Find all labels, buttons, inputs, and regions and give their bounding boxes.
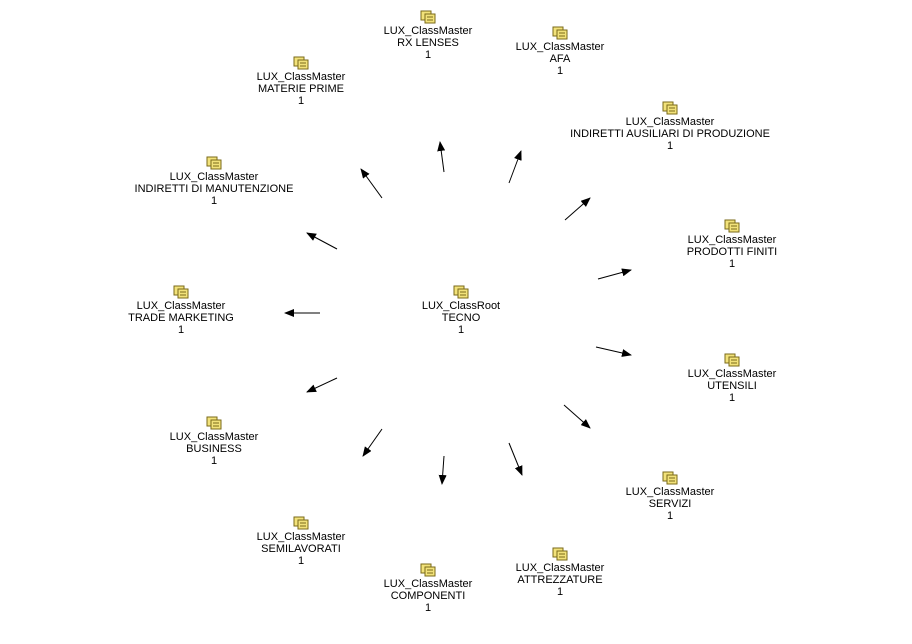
- edge-arrow: [306, 377, 338, 393]
- node-type-label: LUX_ClassMaster: [625, 486, 715, 498]
- node-count-label: 1: [666, 510, 674, 522]
- edge-arrow: [508, 150, 522, 184]
- node-type-label: LUX_ClassMaster: [515, 562, 605, 574]
- edge-arrow: [564, 197, 591, 221]
- class-folder-icon: [724, 353, 740, 367]
- edge-arrow: [508, 442, 523, 476]
- node-name-label: SEMILAVORATI: [261, 543, 341, 555]
- edge-arrow: [563, 404, 591, 429]
- node-count-label: 1: [177, 324, 185, 336]
- node-type-label: LUX_ClassMaster: [625, 116, 715, 128]
- node-name-label: UTENSILI: [707, 380, 757, 392]
- node-name-label: BUSINESS: [186, 443, 242, 455]
- edge-arrow: [362, 428, 383, 457]
- node-count-label: 1: [297, 95, 305, 107]
- node-type-label: LUX_ClassRoot: [421, 300, 501, 312]
- node-name-label: RX LENSES: [397, 37, 459, 49]
- node-count-label: 1: [728, 392, 736, 404]
- node-name-label: ATTREZZATURE: [517, 574, 603, 586]
- edge-arrow: [437, 141, 446, 173]
- node-type-label: LUX_ClassMaster: [169, 431, 259, 443]
- class-folder-icon: [420, 563, 436, 577]
- node-count-label: 1: [424, 602, 432, 614]
- edge-arrow: [438, 455, 447, 485]
- class-folder-icon: [453, 285, 469, 299]
- node-type-label: LUX_ClassMaster: [687, 368, 777, 380]
- class-folder-icon: [724, 219, 740, 233]
- edge-arrow: [595, 346, 632, 357]
- node-count-label: 1: [556, 65, 564, 77]
- class-folder-icon: [662, 471, 678, 485]
- node-count-label: 1: [457, 324, 465, 336]
- class-folder-icon: [552, 26, 568, 40]
- node-type-label: LUX_ClassMaster: [687, 234, 777, 246]
- node-name-label: MATERIE PRIME: [258, 83, 344, 95]
- node-type-label: LUX_ClassMaster: [169, 171, 259, 183]
- class-folder-icon: [420, 10, 436, 24]
- node-type-label: LUX_ClassMaster: [383, 25, 473, 37]
- node-type-label: LUX_ClassMaster: [136, 300, 226, 312]
- edge-arrow: [306, 232, 338, 250]
- node-name-label: TRADE MARKETING: [128, 312, 234, 324]
- class-folder-icon: [206, 156, 222, 170]
- node-count-label: 1: [556, 586, 564, 598]
- node-type-label: LUX_ClassMaster: [383, 578, 473, 590]
- node-count-label: 1: [297, 555, 305, 567]
- class-folder-icon: [552, 547, 568, 561]
- node-name-label: COMPONENTI: [390, 590, 466, 602]
- node-name-label: INDIRETTI DI MANUTENZIONE: [134, 183, 294, 195]
- node-count-label: 1: [424, 49, 432, 61]
- edge-arrow: [597, 268, 632, 280]
- class-folder-icon: [293, 56, 309, 70]
- node-count-label: 1: [210, 195, 218, 207]
- class-folder-icon: [206, 416, 222, 430]
- node-name-label: INDIRETTI AUSILIARI DI PRODUZIONE: [570, 128, 770, 140]
- node-name-label: AFA: [549, 53, 571, 65]
- node-name-label: SERVIZI: [648, 498, 692, 510]
- edge-arrow: [360, 168, 383, 199]
- node-type-label: LUX_ClassMaster: [515, 41, 605, 53]
- class-folder-icon: [293, 516, 309, 530]
- node-count-label: 1: [666, 140, 674, 152]
- node-type-label: LUX_ClassMaster: [256, 71, 346, 83]
- node-count-label: 1: [210, 455, 218, 467]
- class-folder-icon: [662, 101, 678, 115]
- node-name-label: PRODOTTI FINITI: [686, 246, 778, 258]
- node-name-label: TECNO: [441, 312, 481, 324]
- node-count-label: 1: [728, 258, 736, 270]
- node-type-label: LUX_ClassMaster: [256, 531, 346, 543]
- class-folder-icon: [173, 285, 189, 299]
